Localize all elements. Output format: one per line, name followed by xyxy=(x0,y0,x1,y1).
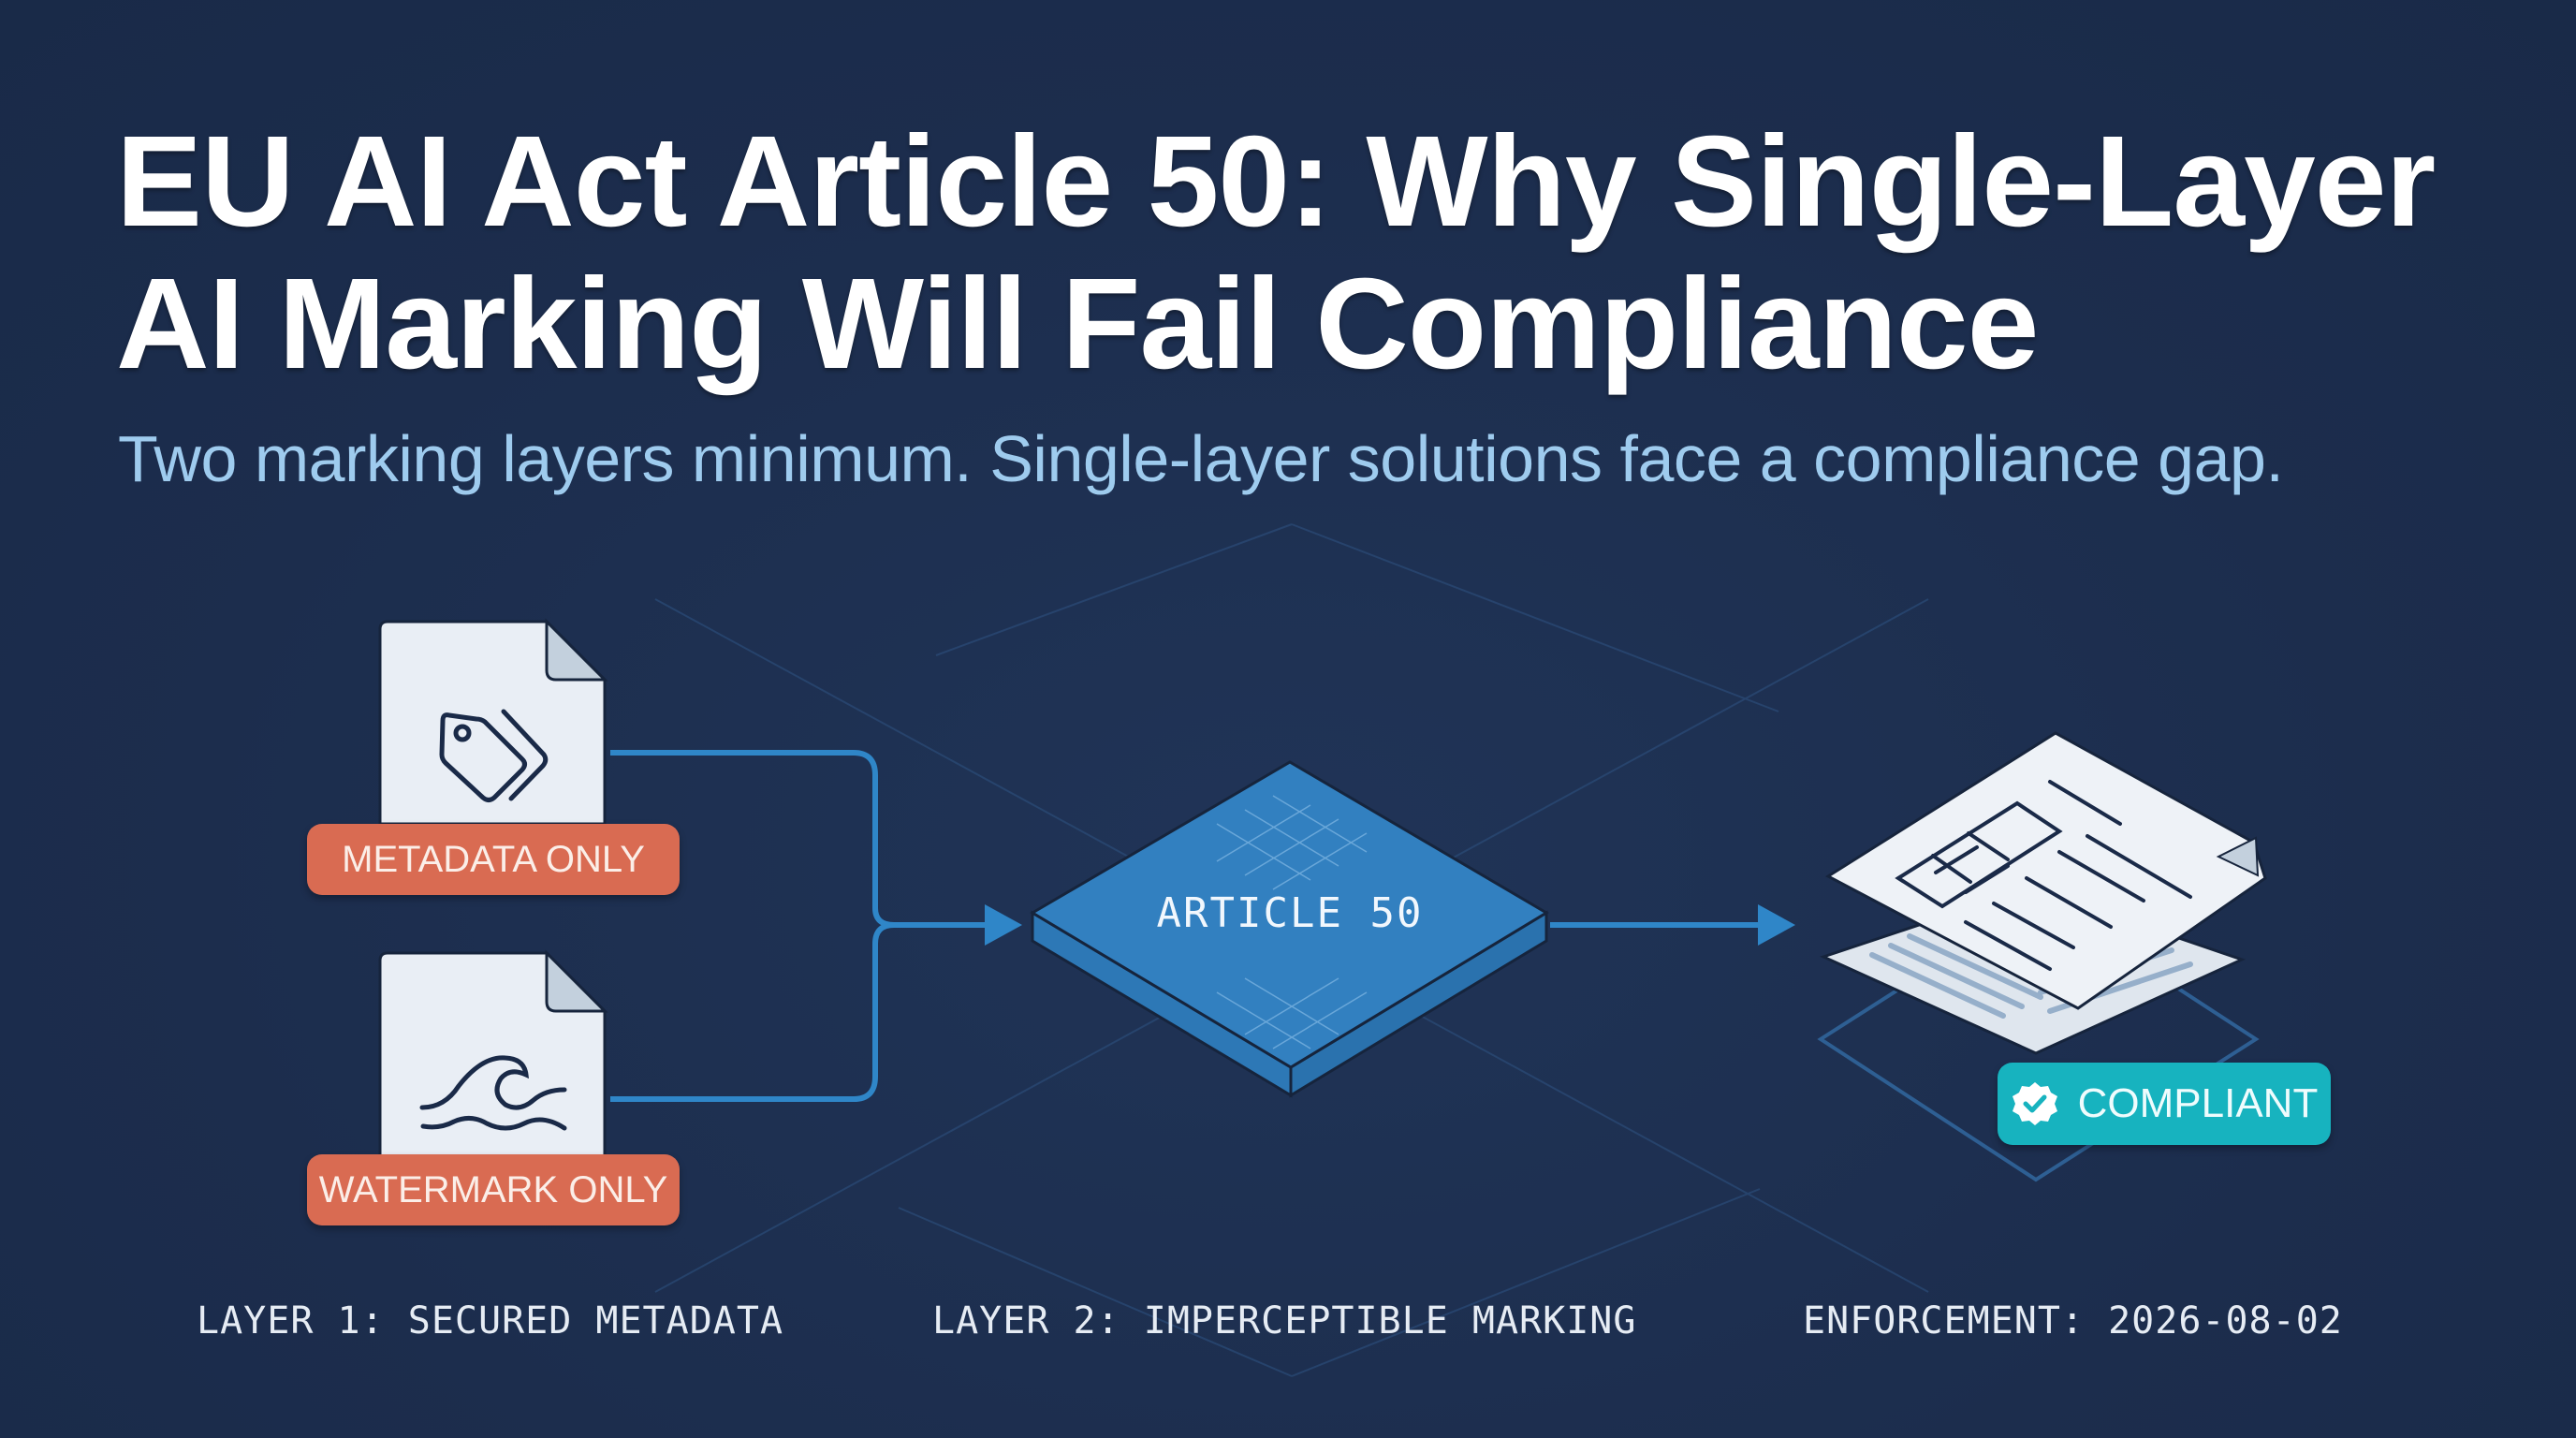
subtitle: Two marking layers minimum. Single-layer… xyxy=(118,422,2284,495)
check-badge-icon xyxy=(2012,1082,2057,1125)
document-table-icon xyxy=(1895,780,2192,971)
arrow-to-article-icon xyxy=(985,904,1022,946)
page-title: EU AI Act Article 50: Why Single-Layer A… xyxy=(116,110,2436,396)
title-line-1: EU AI Act Article 50: Why Single-Layer xyxy=(116,110,2436,254)
metadata-only-badge: METADATA ONLY xyxy=(307,824,680,895)
tag-icon xyxy=(439,709,549,802)
watermark-only-badge: WATERMARK ONLY xyxy=(307,1154,680,1225)
input-connectors xyxy=(610,750,992,1102)
article-50-label: ARTICLE 50 xyxy=(1156,889,1424,937)
arrow-to-output-icon xyxy=(1758,904,1795,946)
footer-layer-2: LAYER 2: IMPERCEPTIBLE MARKING xyxy=(932,1299,1637,1343)
wave-icon xyxy=(419,1055,567,1131)
metadata-document xyxy=(378,618,608,826)
footer-enforcement: ENFORCEMENT: 2026-08-02 xyxy=(1803,1299,2343,1343)
compliant-label: COMPLIANT xyxy=(2077,1080,2319,1126)
metadata-only-label: METADATA ONLY xyxy=(342,838,645,880)
compliant-document-stack xyxy=(1817,731,2267,1182)
compliant-badge: COMPLIANT xyxy=(1998,1063,2331,1145)
watermark-document xyxy=(378,949,608,1158)
footer-layer-1: LAYER 1: SECURED METADATA xyxy=(197,1299,784,1343)
article-50-platform xyxy=(1030,760,1549,1098)
title-line-2: AI Marking Will Fail Compliance xyxy=(116,252,2039,396)
watermark-only-label: WATERMARK ONLY xyxy=(318,1168,668,1211)
